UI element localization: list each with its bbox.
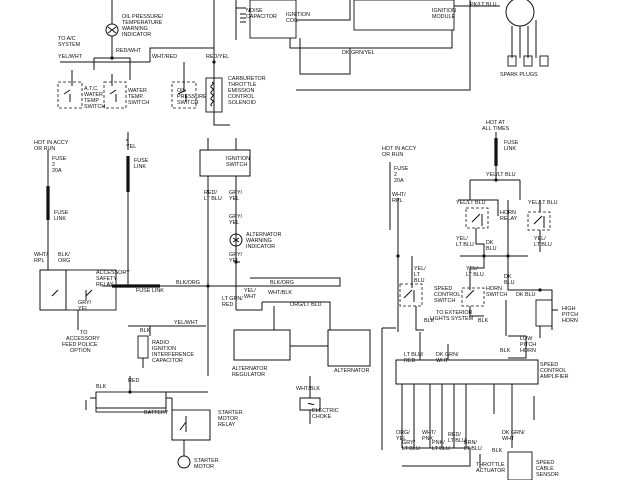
spark-plugs-label: SPARK PLUGS — [500, 72, 538, 78]
wire-wht-rpl: WHT/RPL — [34, 252, 48, 264]
wire-org-lt-blu: ORG/LT BLU — [290, 302, 322, 308]
wire-pk-lt-blu: PK/LT BLU — [470, 2, 497, 8]
wire-yel-lt-blu-b: YEL/LT BLU — [456, 200, 486, 206]
wire-blk-org-b: BLK/ORG — [176, 280, 200, 286]
wiring-lines — [39, 0, 558, 480]
wire-gry-yel-c: GRY/YEL — [229, 252, 243, 264]
wire-red-yel-a: RED/YEL — [206, 54, 229, 60]
wire-blk-org: BLK/ORG — [58, 252, 70, 264]
wire-dk-grn-yel: DK GRN/YEL — [342, 50, 375, 56]
wire-blk-e: BLK — [500, 348, 511, 354]
alternator-label: ALTERNATOR — [334, 368, 369, 374]
fuse-link-label-c: FUSE LINK — [136, 288, 164, 294]
wire-yel-lt-blu-g: YEL/LT BLU — [466, 266, 484, 278]
wire-yel-lt-blu-e: YEL/LT BLU — [534, 236, 552, 248]
wire-gry-yel-b: GRY/YEL — [229, 214, 243, 226]
wire-lt-grn-red: LT GRN/RED — [222, 296, 243, 308]
wire-gry-yel-d: GRY/YEL — [78, 300, 92, 312]
wire-yel-lt-blu-c: YEL/LT BLU — [528, 200, 558, 206]
wire-red-lt-blu-b: RED/LT BLU — [448, 432, 466, 444]
wire-yel-wht-b: YEL/WHT — [244, 288, 257, 300]
wire-blk-a: BLK — [140, 328, 151, 334]
wire-yel-wht-c: YEL/WHT — [174, 320, 199, 326]
wire-org-yel: ORG/YEL — [396, 430, 410, 442]
wire-blk-f: BLK — [492, 448, 503, 454]
wire-blk-b: BLK — [96, 384, 107, 390]
wire-red-wht-a: RED/WHT — [116, 48, 142, 54]
wire-gry-yel-a: GRY/YEL — [229, 190, 243, 202]
wire-pnk-lt-blu: PNK/LT BLU — [432, 440, 450, 452]
wire-wht-pnk: WHT/PNK — [422, 430, 436, 442]
wire-red-lt-blu: RED/LT BLU — [204, 190, 222, 202]
wire-wht-rpl-b: WHT/RPL — [392, 192, 406, 204]
wire-yel-lt-blu-d: YEL/LT BLU — [456, 236, 474, 248]
wire-dk-grn-wht-b: DK GRN/WHT — [502, 430, 525, 442]
wire-brn-lt-blu: BRN/LT BLU — [464, 440, 482, 452]
wire-yel-wht-a: YEL/WHT — [58, 54, 83, 60]
wire-yel-a: YEL — [126, 144, 136, 150]
battery-label: BATTERY — [144, 410, 169, 416]
wire-wht-blk-b: WHT/BLK — [296, 386, 320, 392]
wire-blk-org-c: BLK/ORG — [270, 280, 294, 286]
wire-wht-red-a: WHT/RED — [152, 54, 177, 60]
wire-wht-blk-a: WHT/BLK — [268, 290, 292, 296]
wire-dk-blu-c: DK BLU — [516, 292, 536, 298]
wire-red-b: RED — [128, 378, 139, 384]
wire-lt-blu-red: LT BLU/RED — [404, 352, 424, 364]
wire-blk-d: BLK — [478, 318, 489, 324]
wire-junctions — [110, 56, 542, 394]
wire-gry-lt-blu: GRY/LT BLU — [402, 440, 420, 452]
wire-blk-c: BLK — [424, 318, 435, 324]
wire-dk-grn-wht: DK GRN/WHT — [436, 352, 459, 364]
wire-yel-lt-blu-a: YEL/LT BLU — [486, 172, 516, 178]
